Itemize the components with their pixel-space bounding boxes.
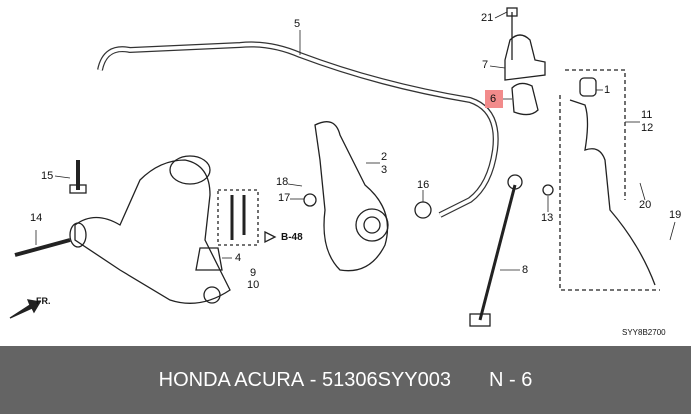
part-banner: HONDA ACURA - 51306SYY003 N - 6 (0, 346, 691, 414)
reference-b48[interactable]: B-48 (281, 232, 303, 243)
callout-15[interactable]: 15 (41, 170, 54, 182)
callout-21[interactable]: 21 (481, 12, 494, 24)
callout-14[interactable]: 14 (30, 212, 43, 224)
callout-17[interactable]: 17 (278, 192, 291, 204)
knuckle (314, 121, 389, 272)
bushing-holder (504, 34, 546, 81)
callout-7[interactable]: 7 (482, 59, 489, 71)
callout-6[interactable]: 6 (490, 93, 497, 105)
callout-5[interactable]: 5 (294, 18, 301, 30)
stabilizer-bar (97, 41, 499, 218)
front-arrow (9, 299, 42, 319)
callout-16[interactable]: 16 (417, 179, 430, 191)
lower-arm (74, 159, 231, 304)
callout-11[interactable]: 11 (641, 109, 653, 121)
callout-9[interactable]: 9 (250, 267, 257, 279)
separator: - (304, 368, 322, 391)
callout-12[interactable]: 12 (641, 122, 654, 134)
callout-19[interactable]: 19 (669, 209, 682, 221)
callout-10[interactable]: 10 (247, 279, 260, 291)
callout-8[interactable]: 8 (522, 264, 529, 276)
bushing (511, 82, 539, 116)
callout-18[interactable]: 18 (276, 176, 289, 188)
callout-20[interactable]: 20 (639, 199, 652, 211)
highlighted-part-marker (485, 90, 503, 108)
callout-1[interactable]: 1 (604, 84, 611, 96)
callout-4[interactable]: 4 (235, 252, 242, 264)
diagram-code: SYY8B2700 (622, 328, 666, 337)
front-label: FR. (36, 296, 51, 306)
parts-diagram (9, 7, 676, 327)
callout-13[interactable]: 13 (541, 212, 554, 224)
callout-3[interactable]: 3 (381, 164, 388, 176)
callout-2[interactable]: 2 (381, 151, 388, 163)
brand-name: HONDA ACURA (158, 368, 305, 391)
part-number: 51306SYY003 (322, 368, 452, 391)
part-position: N - 6 (489, 368, 533, 391)
